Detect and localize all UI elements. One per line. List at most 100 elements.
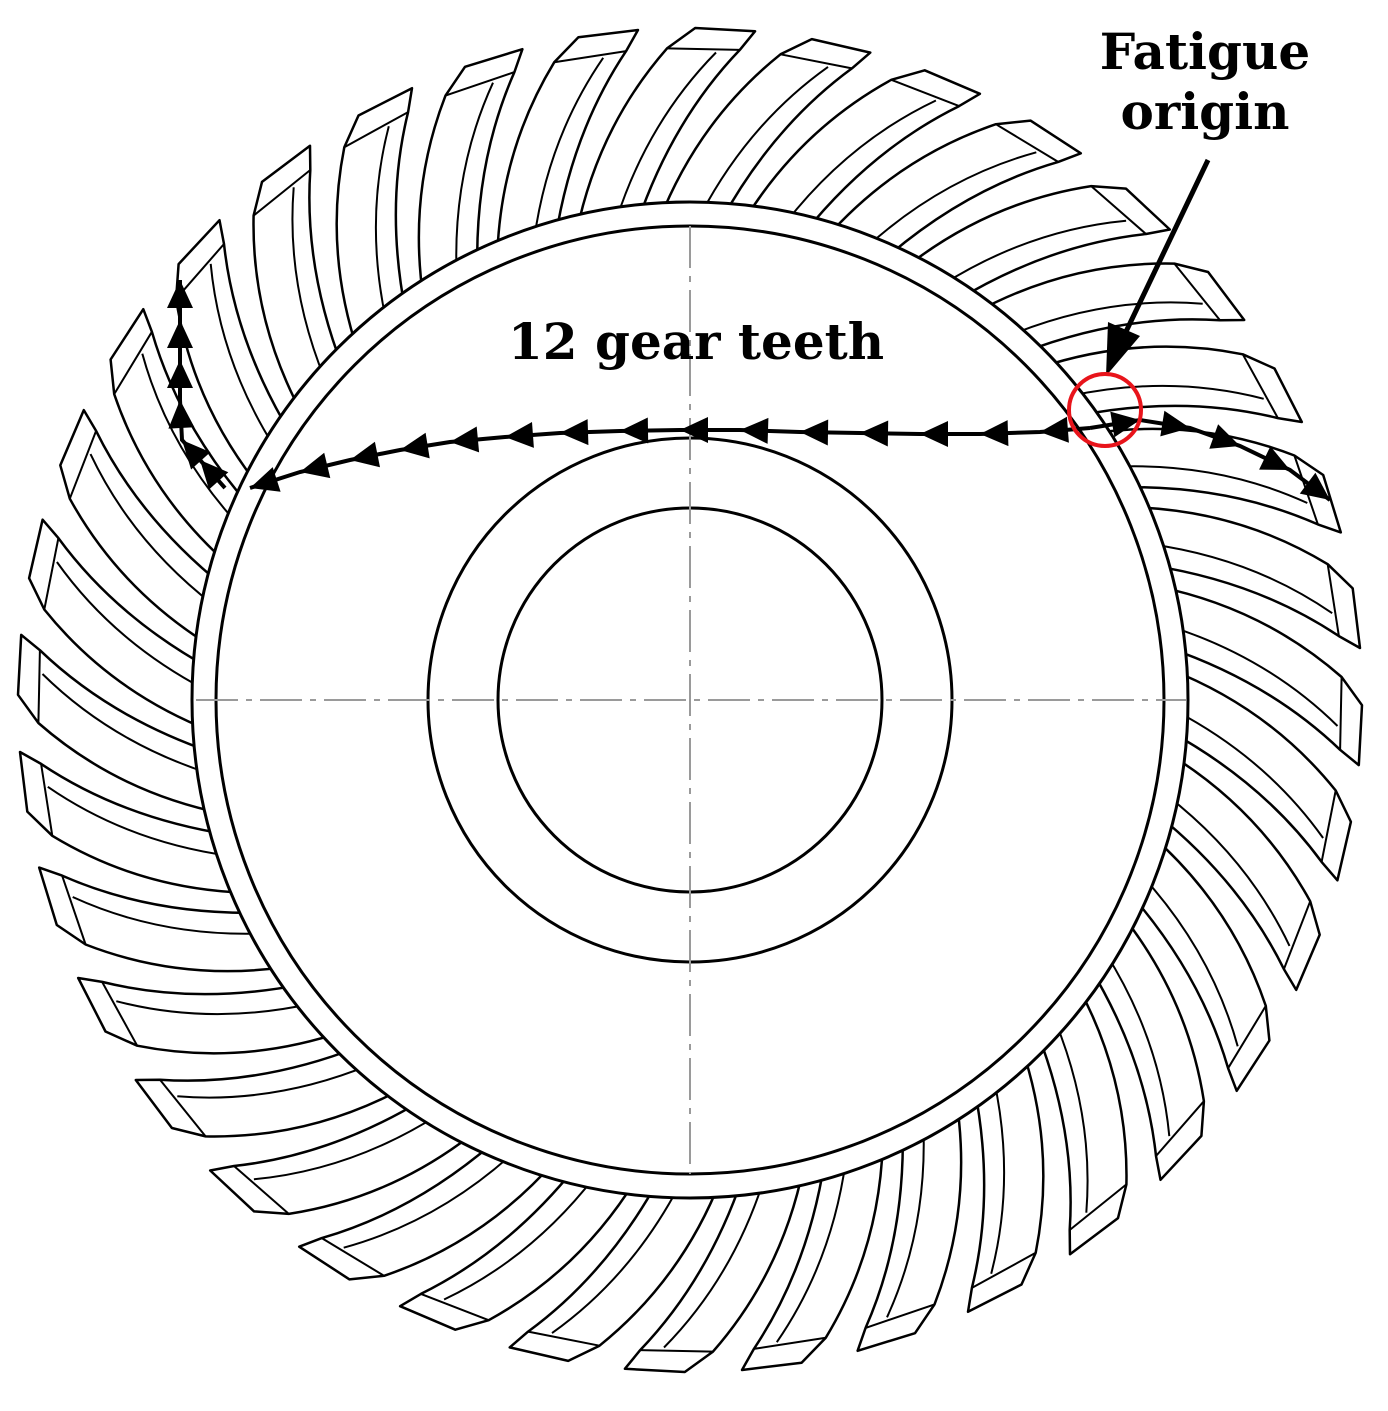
tooth-ridge-line — [1116, 465, 1308, 504]
tooth-outline — [1035, 982, 1128, 1256]
tooth-outline — [1088, 911, 1206, 1182]
tooth-ridge-line — [209, 263, 276, 449]
tooth-ridge-line — [533, 57, 605, 240]
crack-arrowhead — [505, 422, 534, 448]
crack-arrowhead — [182, 440, 211, 470]
gear-tooth — [59, 408, 225, 649]
crack-arrowhead — [1209, 424, 1240, 449]
tooth-top-land-line — [890, 78, 960, 108]
tooth-top-land-line — [780, 53, 853, 70]
gear-tooth — [1128, 833, 1271, 1093]
tooth-top-land-line — [37, 650, 41, 724]
tooth-ridge-line — [1150, 543, 1333, 615]
tooth-top-land-line — [43, 537, 60, 610]
tooth-top-land-line — [1069, 1183, 1128, 1231]
tooth-top-land-line — [554, 50, 627, 64]
tooth-outline — [966, 1045, 1045, 1314]
crack-path — [167, 280, 1332, 502]
gear-tooth — [741, 69, 982, 235]
tooth-top-land-line — [420, 1292, 490, 1322]
crack-arrowhead — [250, 467, 281, 492]
tooth-outline — [1128, 505, 1362, 650]
crack-arrowhead — [350, 441, 380, 468]
crack-arrowhead — [167, 360, 193, 388]
tooth-top-land-line — [1173, 262, 1221, 321]
tooth-top-land-line — [68, 430, 98, 500]
tooth-top-land-line — [971, 1251, 1037, 1289]
crack-arrowhead — [400, 432, 430, 459]
tooth-top-land-line — [1241, 353, 1279, 419]
tooth-ridge-line — [253, 1114, 439, 1181]
gear-tooth — [335, 86, 414, 355]
tooth-outline — [37, 866, 292, 973]
pointer-arrow — [1119, 158, 1211, 342]
gear-tooth — [856, 1098, 963, 1353]
tooth-top-land-line — [753, 1336, 826, 1350]
fatigue-origin-line1: Fatigue — [1099, 22, 1311, 81]
tooth-ridge-line — [1175, 710, 1324, 839]
gear-tooth — [417, 47, 524, 302]
tooth-outline — [27, 518, 213, 733]
tooth-ridge-line — [1170, 625, 1339, 727]
tooth-top-land-line — [445, 71, 515, 97]
gear-tooth — [398, 1165, 639, 1331]
tooth-ridge-line — [47, 785, 230, 857]
tooth-top-land-line — [666, 47, 740, 51]
tooth-top-land-line — [1320, 790, 1337, 863]
gear-tooth — [823, 119, 1083, 262]
tooth-ridge-line — [700, 66, 829, 215]
tooth-ridge-line — [941, 219, 1127, 286]
tooth-top-land-line — [865, 1303, 935, 1329]
gear-tooth — [208, 1098, 479, 1216]
crack-arrowhead — [860, 420, 889, 447]
tooth-ridge-line — [291, 187, 326, 380]
tooth-outline — [1155, 585, 1364, 767]
crack-span-label: 12 gear teeth — [508, 312, 885, 371]
tooth-ridge-line — [663, 1180, 765, 1349]
tooth-ridge-line — [1165, 794, 1291, 947]
gear-tooth — [1155, 751, 1321, 992]
tooth-ridge-line — [1142, 875, 1239, 1047]
tooth-outline — [335, 86, 414, 355]
tooth-ridge-line — [177, 1064, 370, 1099]
tooth-outline — [508, 1177, 723, 1363]
tooth-top-land-line — [1339, 676, 1343, 750]
crack-arrowhead — [167, 280, 193, 308]
tooth-ridge-line — [775, 1160, 847, 1343]
tooth-outline — [417, 47, 524, 302]
tooth-top-land-line — [159, 1079, 207, 1138]
tooth-outline — [297, 1138, 557, 1281]
crack-arrowhead — [1110, 411, 1140, 438]
tooth-outline — [623, 1165, 805, 1374]
fatigue-origin-label: Fatigue origin — [1080, 22, 1330, 142]
annotations — [1067, 158, 1211, 448]
tooth-ridge-line — [89, 453, 215, 606]
tooth-ridge-line — [443, 1175, 596, 1301]
tooth-outline — [495, 28, 640, 262]
tooth-top-land-line — [252, 169, 311, 217]
gear-tooth — [1035, 345, 1304, 424]
tooth-outline — [16, 633, 225, 815]
tooth-ridge-line — [41, 673, 210, 775]
gear-tooth — [623, 1165, 805, 1374]
tooth-outline — [823, 119, 1083, 262]
crack-arrowhead — [560, 419, 589, 446]
tooth-ridge-line — [865, 151, 1037, 248]
tooth-outline — [174, 218, 292, 489]
tooth-ridge-line — [1054, 1020, 1089, 1213]
tooth-ridge-line — [56, 561, 205, 690]
tooth-top-land-line — [113, 331, 153, 395]
tooth-outline — [208, 1098, 479, 1216]
tooth-outline — [398, 1165, 639, 1331]
crack-arrowhead — [450, 426, 480, 453]
gear-tooth — [1128, 505, 1362, 650]
gear-tooth — [1035, 982, 1128, 1256]
crack-arrowhead — [1040, 416, 1069, 443]
tooth-outline — [59, 408, 225, 649]
gear-tooth — [18, 750, 252, 895]
gear-tooth — [575, 26, 757, 235]
tooth-top-land-line — [233, 1165, 290, 1215]
gear-tooth — [740, 1138, 885, 1372]
